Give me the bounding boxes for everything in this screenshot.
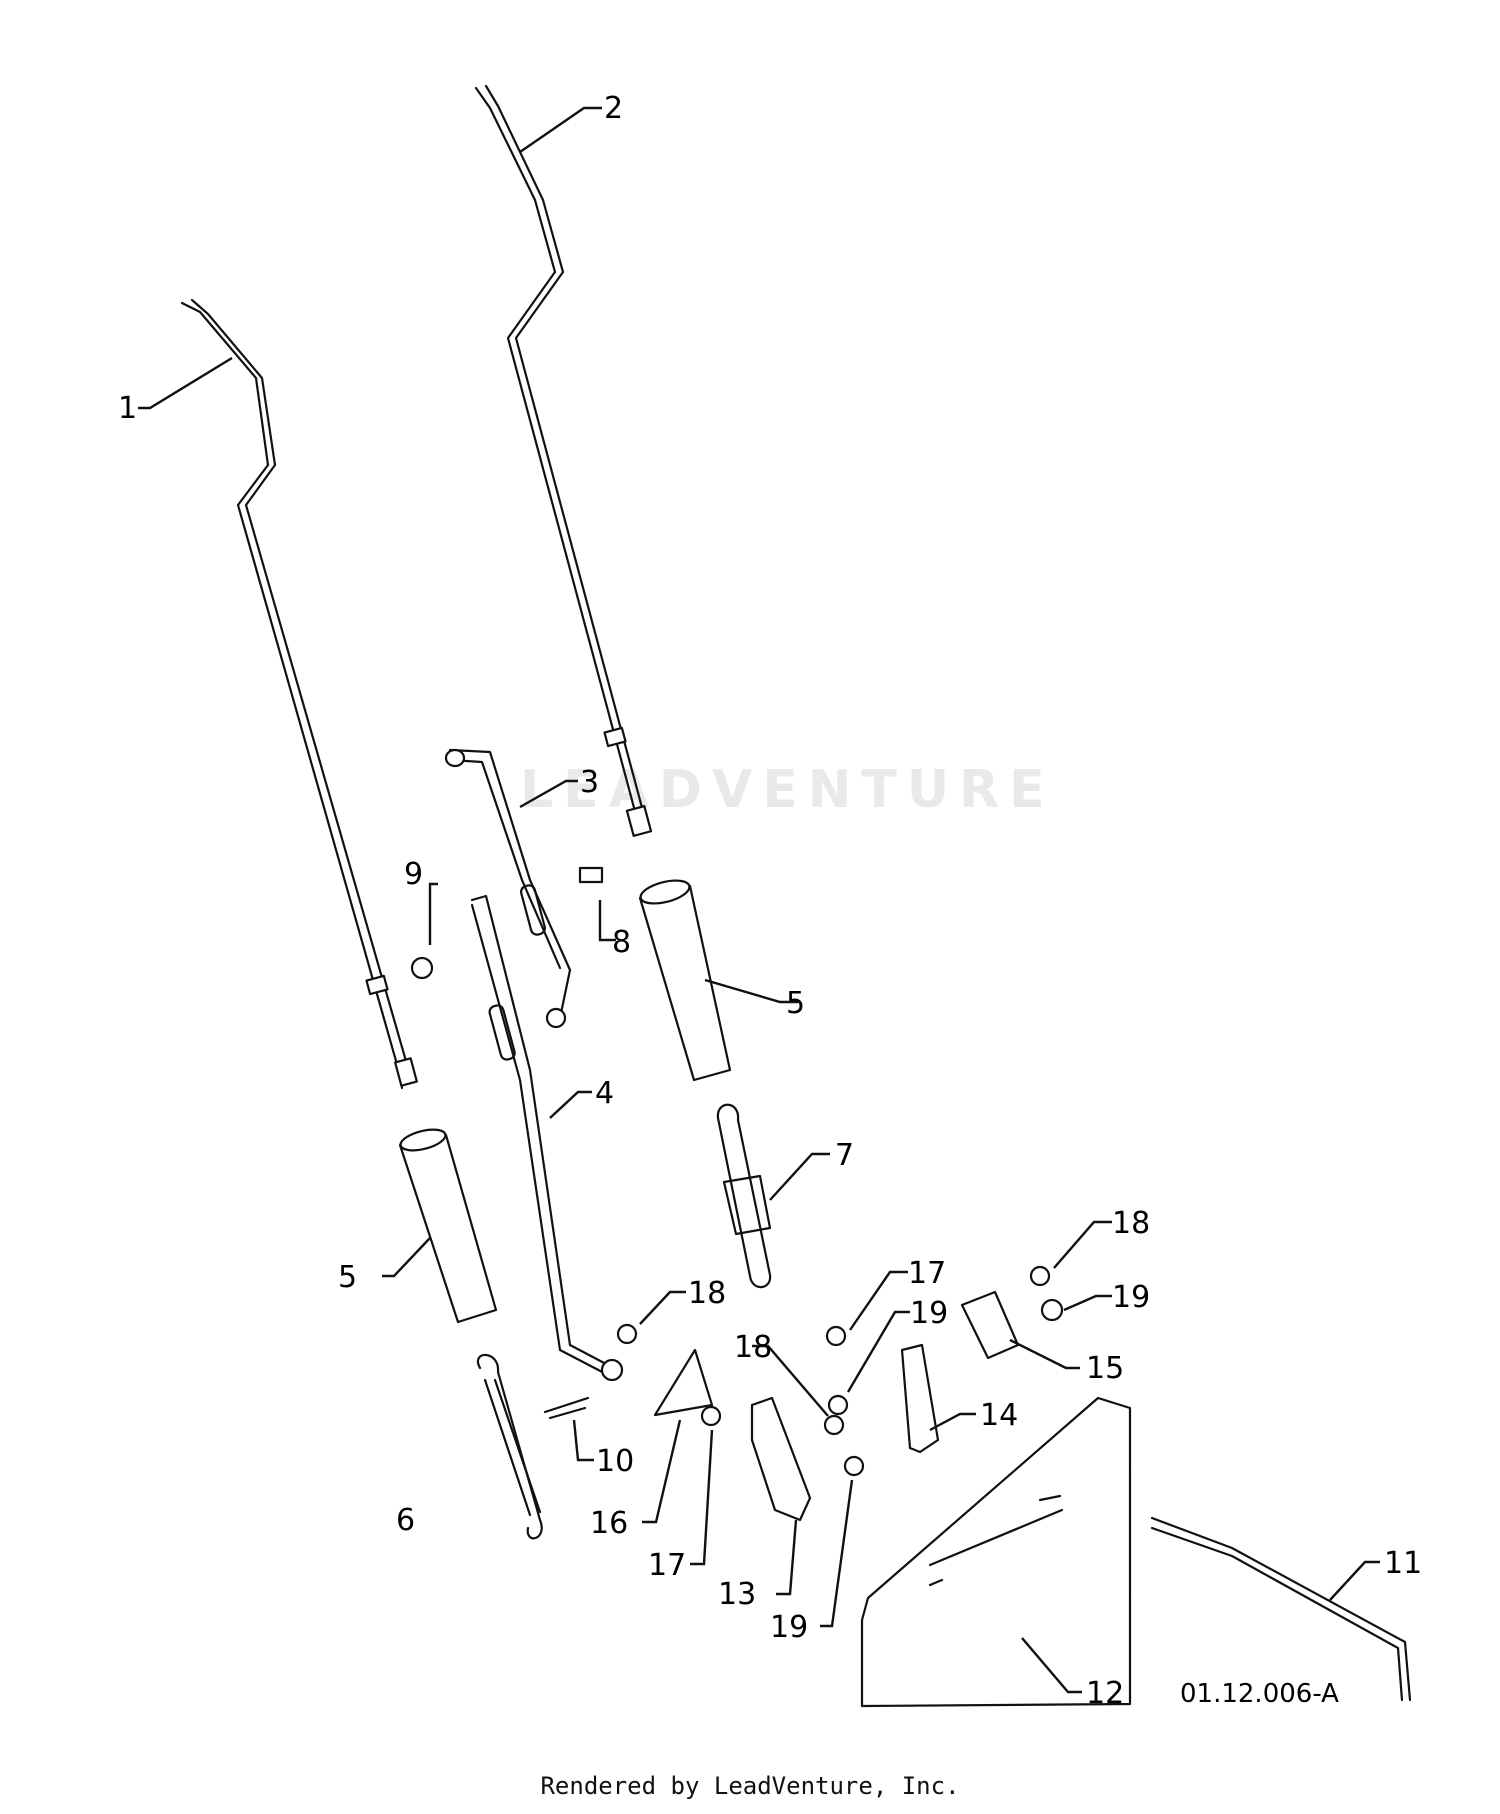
document-id: 01.12.006-A xyxy=(1180,1679,1339,1709)
part-17-bolt-a xyxy=(700,1405,722,1427)
callout-12: 12 xyxy=(1086,1676,1124,1711)
callout-18-right: 18 xyxy=(1112,1206,1150,1241)
callout-9: 9 xyxy=(404,857,423,892)
part-19-nut-a xyxy=(827,1394,849,1416)
part-7-spring xyxy=(716,1103,772,1289)
part-10-clip xyxy=(543,1396,590,1420)
callout-10: 10 xyxy=(596,1444,634,1479)
callout-7: 7 xyxy=(835,1138,854,1173)
part-2-rod xyxy=(474,84,653,837)
callout-5-upper: 5 xyxy=(786,986,805,1021)
part-12-panel xyxy=(860,1396,1132,1708)
callout-13: 13 xyxy=(718,1577,756,1612)
part-19-nut-b xyxy=(843,1455,865,1477)
part-15-plate xyxy=(960,1290,1020,1360)
part-14-bracket xyxy=(900,1343,940,1454)
callout-18-middle: 18 xyxy=(734,1330,772,1365)
leader-lines xyxy=(138,106,1380,1694)
hardware xyxy=(410,866,1064,1477)
callout-3: 3 xyxy=(580,765,599,800)
part-5-grip-upper xyxy=(638,879,732,1082)
callout-18-left: 18 xyxy=(688,1276,726,1311)
callout-19-lower: 19 xyxy=(770,1610,808,1645)
part-18-bolt-b xyxy=(823,1414,845,1436)
part-6-spring xyxy=(476,1353,543,1540)
callout-5-lower: 5 xyxy=(338,1260,357,1295)
callout-16: 16 xyxy=(590,1506,628,1541)
part-13-bracket xyxy=(750,1396,812,1522)
part-16-plate xyxy=(653,1348,714,1417)
part-8-bolt xyxy=(578,866,604,884)
part-11-rod xyxy=(1150,1516,1412,1702)
part-9-nut xyxy=(410,956,434,980)
part-18-bolt-c xyxy=(1029,1265,1051,1287)
part-5-grip-lower xyxy=(398,1128,498,1324)
callout-19-upper: 19 xyxy=(910,1296,948,1331)
callout-1: 1 xyxy=(118,391,137,426)
callout-11: 11 xyxy=(1384,1546,1422,1581)
callout-4: 4 xyxy=(595,1076,614,1111)
part-18-bolt-a xyxy=(616,1323,638,1345)
callout-17-lower: 17 xyxy=(648,1548,686,1583)
part-3-lever xyxy=(444,748,572,1029)
callout-15: 15 xyxy=(1086,1351,1124,1386)
footer-credit: Rendered by LeadVenture, Inc. xyxy=(540,1772,960,1800)
callout-17-upper: 17 xyxy=(908,1256,946,1291)
part-1-rod xyxy=(180,298,418,1090)
part-4-rod xyxy=(470,894,624,1382)
leadventure-watermark: LEADVENTURE xyxy=(520,760,1055,820)
callout-8: 8 xyxy=(612,925,631,960)
callout-19-right: 19 xyxy=(1112,1280,1150,1315)
part-17-bolt-b xyxy=(825,1325,847,1347)
part-19-nut-c xyxy=(1040,1298,1064,1322)
callout-2: 2 xyxy=(604,91,623,126)
callout-labels: 1 2 3 4 5 5 6 7 8 9 10 11 12 13 14 15 16… xyxy=(118,91,1422,1711)
callout-6: 6 xyxy=(396,1503,415,1538)
callout-14: 14 xyxy=(980,1398,1018,1433)
